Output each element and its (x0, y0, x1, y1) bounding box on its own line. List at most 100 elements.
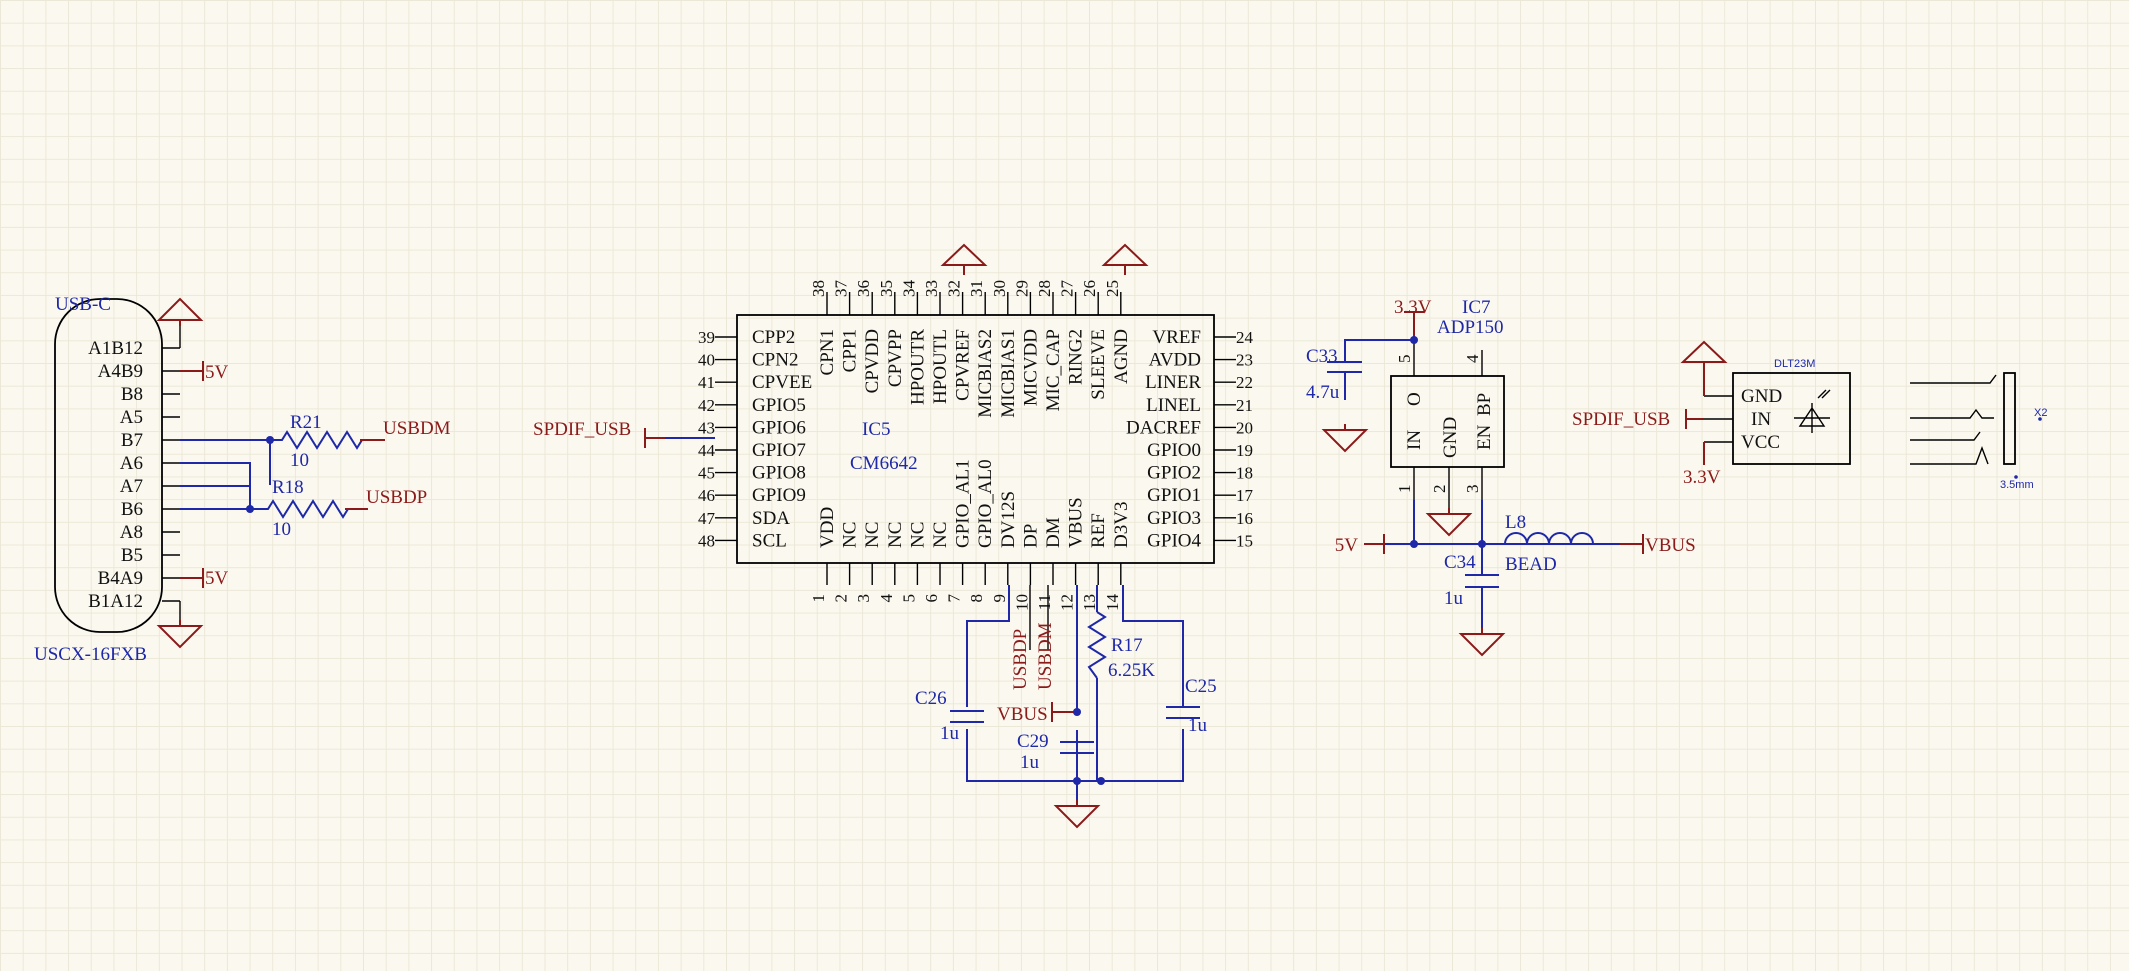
ic7-adp150[interactable]: IC7 ADP150 IN GND EN O BP 5 4 1 2 3 (1390, 297, 1505, 500)
ic5-pin-number: 30 (990, 280, 1009, 297)
ic5-pin-number: 24 (1236, 328, 1254, 347)
ic5-pin-name: NC (885, 522, 906, 548)
ic5-pin-number: 35 (877, 280, 896, 297)
r17-value: 6.25K (1108, 660, 1155, 681)
net-3v3-label: 3.3V (1683, 467, 1721, 488)
r18-ref: R18 (272, 477, 304, 498)
net-usbdm-label: USBDM (383, 418, 451, 439)
jack-part: 3.5mm (2000, 479, 2034, 491)
net-spdif-label: SPDIF_USB (533, 419, 631, 440)
ic5-pin-number: 38 (809, 280, 828, 297)
ic5-pin-name: GPIO8 (752, 463, 806, 484)
ic5-pin-name: GPIO_AL0 (975, 459, 996, 548)
ic5-pin-name: CPVEE (752, 372, 812, 393)
ic5-pin-name: REF (1088, 513, 1109, 548)
ic5-pin-name: GPIO9 (752, 485, 806, 506)
c34-value: 1u (1444, 588, 1464, 609)
ic5-pin-number: 6 (922, 594, 941, 603)
optical-pin-vcc: VCC (1741, 432, 1780, 453)
c26-ref: C26 (915, 688, 947, 709)
ic5-pin-number: 1 (809, 594, 828, 603)
ic5-pin-name: LINEL (1146, 395, 1201, 416)
r21-ref: R21 (290, 412, 322, 433)
ic5-pin-name: SLEEVE (1088, 329, 1109, 400)
ground-icon (1460, 627, 1504, 656)
c29-value: 1u (1020, 752, 1040, 773)
optical-transmitter[interactable]: DLT23M GND IN VCC SPDIF_USB 3.3V (1572, 358, 1851, 488)
spdif-usb-flag: SPDIF_USB (533, 419, 715, 448)
ic5-pin-name: GPIO7 (752, 440, 806, 461)
usb-dp-path[interactable]: R18 10 USBDP (180, 477, 427, 540)
ic5-pin-number: 13 (1080, 594, 1099, 611)
optical-pin-gnd: GND (1741, 386, 1782, 407)
ic5-pin-number: 47 (698, 509, 716, 528)
ic5-pin-number: 3 (854, 594, 873, 603)
ic5-pin-number: 26 (1080, 280, 1099, 297)
ground-icon (158, 298, 202, 327)
ic5-pin-number: 2 (832, 594, 851, 603)
ic5-pin-name: CPP2 (752, 327, 795, 348)
ground-icon (1427, 507, 1471, 536)
ic5-pin-name: AVDD (1149, 350, 1201, 371)
ic5-pin-number: 33 (922, 280, 941, 297)
ic7-pin-in: IN (1404, 430, 1425, 450)
ic5-pin-number: 32 (945, 280, 964, 297)
ic5-pin-name: VBUS (1066, 497, 1087, 548)
ic5-pin-name: GPIO_AL1 (953, 459, 974, 548)
ic5-pin-name: D3V3 (1111, 502, 1132, 548)
ic5-pin-number: 18 (1236, 464, 1253, 483)
ic5-bottom-network[interactable]: C26 1u C29 1u C25 1u R17 6.25K VBUS USBD… (915, 585, 1217, 806)
usbc-pin-label: A8 (120, 522, 143, 543)
ic5-pin-name: CPN1 (817, 329, 838, 375)
ic5-pin-number: 4 (877, 594, 896, 603)
ic5-pin-name: DM (1043, 517, 1064, 548)
c25-ref: C25 (1185, 676, 1217, 697)
ic5-pin-name: CPP1 (840, 329, 861, 372)
ic5-pin-name: GPIO3 (1147, 508, 1201, 529)
usb-dm-path[interactable]: R21 10 USBDM (180, 412, 451, 509)
ic5-pin-number: 20 (1236, 418, 1253, 437)
ic5-pin-number: 23 (1236, 351, 1253, 370)
ic5-bottom-pins: 1VDD2NC3NC4NC5NC6NC7GPIO_AL18GPIO_AL09DV… (809, 459, 1132, 611)
ic5-pin-name: VDD (817, 507, 838, 548)
ground-icon (158, 619, 202, 648)
net-usbdp-label: USBDP (366, 487, 427, 508)
usbc-pin-label: A6 (120, 453, 143, 474)
ic7-pin-num: 3 (1463, 485, 1482, 494)
ic5-pin-name: GPIO2 (1147, 463, 1201, 484)
ic5-pin-number: 40 (698, 351, 715, 370)
ic7-part: ADP150 (1437, 317, 1504, 338)
c25-value: 1u (1188, 715, 1208, 736)
ic5-pin-number: 31 (967, 280, 986, 297)
usbc-pin-label: A4B9 (98, 361, 143, 382)
ic5-right-pins: 24VREF23AVDD22LINER21LINEL20DACREF19GPIO… (1126, 327, 1253, 551)
ic5-pin-name: CPVPP (885, 329, 906, 387)
net-3v3-label: 3.3V (1394, 297, 1432, 318)
ic5-pin-name: GPIO0 (1147, 440, 1201, 461)
optical-pin-in: IN (1751, 409, 1771, 430)
ic5-designator: IC5 (862, 419, 891, 440)
ic5-pin-name: MIC_CAP (1043, 329, 1064, 411)
net-usbdp-label: USBDP (1010, 629, 1031, 690)
ic5-pin-number: 37 (832, 280, 851, 298)
ground-icon (942, 244, 986, 276)
ic5-pin-number: 28 (1035, 280, 1054, 297)
ic5-pin-name: CPN2 (752, 350, 798, 371)
ic5-pin-name: NC (840, 522, 861, 548)
ground-icon (1055, 799, 1099, 828)
audio-jack[interactable]: X2 3.5mm (1910, 372, 2047, 491)
ic5-pin-number: 14 (1103, 594, 1122, 612)
r17-ref: R17 (1111, 635, 1143, 656)
ic5-pin-number: 25 (1103, 280, 1122, 297)
ic7-network[interactable]: 3.3V VBUS 5V C33 4.7u C34 1u L8 BEAD (1306, 297, 1696, 628)
ic7-pin-num: 1 (1395, 485, 1414, 494)
c26-value: 1u (940, 723, 960, 744)
c34-ref: C34 (1444, 552, 1476, 573)
ic5-pin-number: 17 (1236, 486, 1254, 505)
usbc-pin-label: A7 (120, 476, 143, 497)
ic7-pin-gnd: GND (1440, 417, 1461, 458)
usbc-connector[interactable]: USB-C USCX-16FXB A1B12A4B9B8A5B7A6A7B6A8… (34, 294, 181, 665)
usbc-pin-label: B4A9 (98, 568, 143, 589)
net-5v-label: 5V (205, 568, 229, 589)
